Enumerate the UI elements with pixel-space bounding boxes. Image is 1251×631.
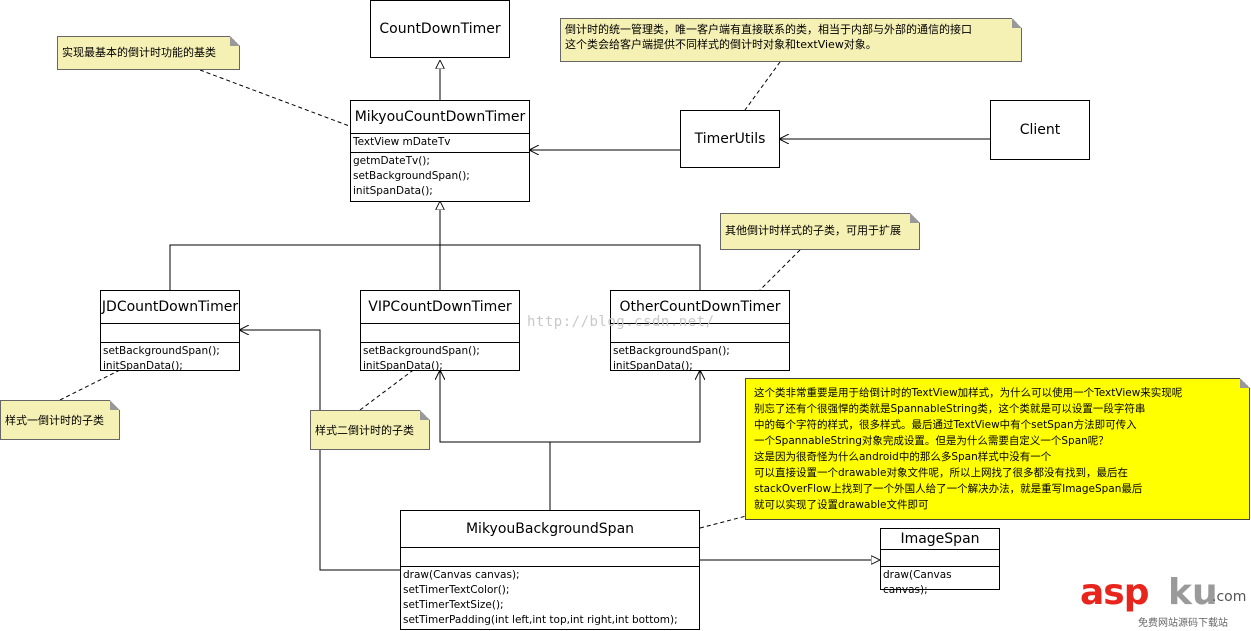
- note-span-line: 这是因为很奇怪为什么android中的那么多Span样式中没有一个: [754, 451, 1052, 463]
- class-jd-ops: setBackgroundSpan(); initSpanData();: [101, 343, 239, 375]
- class-vipcountdowntimer[interactable]: VIPCountDownTimer setBackgroundSpan(); i…: [360, 290, 520, 372]
- class-imagespan[interactable]: ImageSpan draw(Canvas canvas);: [880, 528, 1000, 596]
- class-jdcountdowntimer[interactable]: JDCountDownTimer setBackgroundSpan(); in…: [100, 290, 240, 372]
- class-other-attrs: [611, 324, 789, 343]
- class-othercountdowntimer[interactable]: OtherCountDownTimer setBackgroundSpan();…: [610, 290, 790, 372]
- operation: setTimerPadding(int left,int top,int rig…: [403, 614, 678, 626]
- class-vip-ops: setBackgroundSpan(); initSpanData();: [361, 343, 519, 375]
- note-other-style: 其他倒计时样式的子类，可用于扩展: [720, 213, 920, 250]
- class-client[interactable]: Client: [990, 100, 1090, 160]
- note-base-class: 实现最基本的倒计时功能的基类: [57, 36, 240, 70]
- operation: setBackgroundSpan();: [613, 345, 730, 357]
- note-span-line: 别忘了还有个很强悍的类就是SpannableString类，这个类就是可以设置一…: [754, 403, 1146, 415]
- class-bgspan-attrs: [401, 548, 699, 567]
- class-imagespan-attrs: [881, 550, 999, 567]
- operation: initSpanData();: [613, 360, 693, 372]
- note-span-line: 这个类非常重要是用于给倒计时的TextView加样式，为什么可以使用一个Text…: [754, 387, 1183, 399]
- note-manager-line: 这个类会给客户端提供不同样式的倒计时对象和textView对象。: [565, 38, 877, 51]
- note-style1-text: 样式一倒计时的子类: [5, 414, 104, 427]
- class-mikyoubackgroundspan[interactable]: MikyouBackgroundSpan draw(Canvas canvas)…: [400, 510, 700, 630]
- operation: initSpanData();: [103, 360, 183, 372]
- note-manager: 倒计时的统一管理类，唯一客户端有直接联系的类，相当于内部与外部的通信的接口 这个…: [560, 18, 1022, 62]
- operation: draw(Canvas canvas);: [883, 569, 952, 596]
- note-span-line: 中的每个字符的样式，很多样式。最后通过TextView中有个setSpan方法即…: [754, 419, 1137, 431]
- inherit-tree: [169, 244, 701, 290]
- note-style2: 样式二倒计时的子类: [310, 410, 430, 450]
- note-span-line: 就可以实现了设置drawable文件即可: [754, 499, 929, 511]
- class-vip-attrs: [361, 324, 519, 343]
- note-anchor-style1: [59, 359, 141, 401]
- note-style2-text: 样式二倒计时的子类: [315, 424, 414, 437]
- watermark-text: http://blog.csdn.net/: [527, 314, 715, 330]
- assoc-span-other: [550, 371, 700, 443]
- class-bgspan-name: MikyouBackgroundSpan: [401, 511, 699, 548]
- class-imagespan-name: ImageSpan: [881, 529, 999, 550]
- class-mikyou-ops: getmDateTv(); setBackgroundSpan(); initS…: [351, 153, 529, 200]
- operation: setBackgroundSpan();: [103, 345, 220, 357]
- class-mikyou-name: MikyouCountDownTimer: [351, 101, 529, 134]
- note-span-line: stackOverFlow上找到了一个外国人给了一个解决办法，就是重写Image…: [754, 483, 1143, 495]
- class-other-name: OtherCountDownTimer: [611, 291, 789, 324]
- class-vip-name: VIPCountDownTimer: [361, 291, 519, 324]
- operation: setTimerTextColor();: [403, 584, 510, 596]
- operation: setBackgroundSpan();: [363, 345, 480, 357]
- operation: draw(Canvas canvas);: [403, 569, 520, 581]
- class-jd-name: JDCountDownTimer: [101, 291, 239, 324]
- aspku-logo[interactable]: asp ku .com 免费网站源码下载站: [1080, 572, 1248, 629]
- class-bgspan-ops: draw(Canvas canvas); setTimerTextColor()…: [401, 567, 699, 629]
- logo-suffix: .com: [1212, 589, 1247, 605]
- assoc-span-jd: [240, 330, 400, 571]
- logo-ku: ku: [1168, 572, 1218, 613]
- class-countdowntimer-name: CountDownTimer: [379, 21, 501, 37]
- operation: getmDateTv();: [353, 155, 430, 167]
- operation: initSpanData();: [353, 185, 433, 197]
- assoc-span-tree: [440, 371, 551, 510]
- operation: setTimerTextSize();: [403, 599, 504, 611]
- class-mikyoucountdowntimer[interactable]: MikyouCountDownTimer TextView mDateTv ge…: [350, 100, 530, 202]
- logo-asp: asp: [1080, 572, 1149, 613]
- note-span-line: 可以直接设置一个drawable对象文件呢，所以上网找了很多都没有找到，最后在: [754, 467, 1128, 479]
- note-span-line: 一个SpannableString对象完成设置。但是为什么需要自定义一个Span…: [754, 435, 1109, 447]
- note-base-text: 实现最基本的倒计时功能的基类: [62, 46, 216, 59]
- note-manager-line: 倒计时的统一管理类，唯一客户端有直接联系的类，相当于内部与外部的通信的接口: [565, 23, 972, 36]
- class-mikyou-attr: TextView mDateTv: [351, 134, 529, 153]
- note-other-style-text: 其他倒计时样式的子类，可用于扩展: [725, 224, 901, 237]
- note-style1: 样式一倒计时的子类: [0, 400, 120, 440]
- class-jd-attrs: [101, 324, 239, 343]
- class-other-ops: setBackgroundSpan(); initSpanData();: [611, 343, 789, 375]
- class-timerutils[interactable]: TimerUtils: [680, 110, 780, 168]
- note-anchor-manager: [744, 61, 781, 111]
- note-anchor-span: [699, 514, 751, 529]
- logo-tagline: 免费网站源码下载站: [1138, 618, 1228, 629]
- note-anchor-style2: [359, 349, 441, 411]
- operation: setBackgroundSpan();: [353, 170, 470, 182]
- class-imagespan-ops: draw(Canvas canvas);: [881, 567, 999, 599]
- note-span-explanation: 这个类非常重要是用于给倒计时的TextView加样式，为什么可以使用一个Text…: [745, 378, 1250, 520]
- class-countdowntimer[interactable]: CountDownTimer: [370, 0, 510, 58]
- class-client-name: Client: [1019, 122, 1061, 138]
- operation: initSpanData();: [363, 360, 443, 372]
- class-timerutils-name: TimerUtils: [694, 131, 766, 147]
